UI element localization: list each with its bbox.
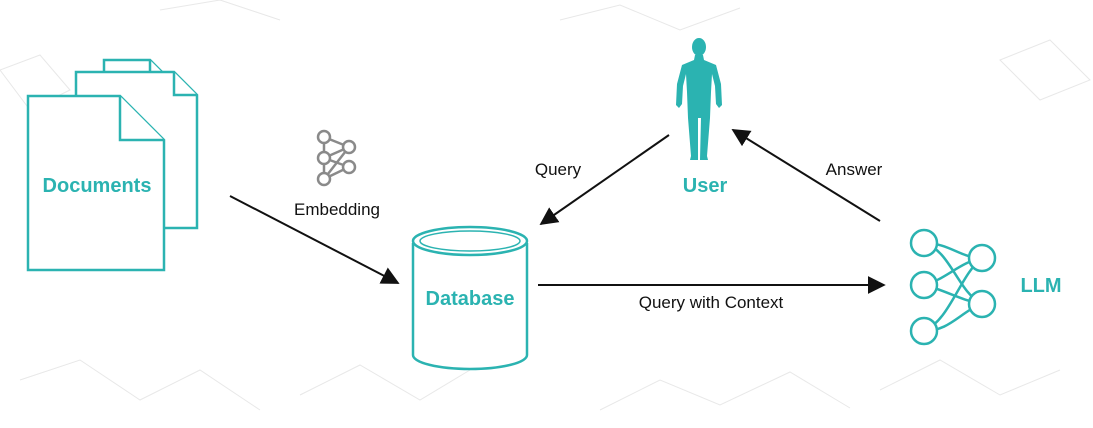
answer-label: Answer — [826, 160, 883, 179]
person-icon — [676, 38, 722, 160]
edge-documents-to-database — [229, 195, 400, 284]
user-node: User — [676, 38, 727, 197]
arrow-documents-to-database — [229, 195, 400, 284]
arrow-answer — [731, 129, 881, 222]
background-network — [0, 0, 1091, 411]
database-node: Database — [411, 225, 529, 371]
query-with-context-label: Query with Context — [639, 293, 784, 312]
user-label: User — [683, 175, 728, 197]
documents-node: Documents — [26, 58, 199, 272]
arrow-query — [539, 134, 670, 226]
edge-llm-to-user: Answer — [731, 129, 883, 222]
database-cylinder-icon — [411, 225, 529, 371]
query-label: Query — [535, 160, 582, 179]
edge-database-to-llm: Query with Context — [538, 276, 886, 312]
embedding-label: Embedding — [294, 200, 380, 219]
edge-user-to-database: Query — [535, 134, 670, 226]
llm-label: LLM — [1020, 275, 1061, 297]
documents-icon — [26, 58, 199, 272]
documents-label: Documents — [43, 175, 152, 197]
llm-node: LLM — [909, 228, 1062, 346]
embedding-node: Embedding — [294, 129, 380, 219]
neural-network-icon — [909, 228, 997, 346]
database-label: Database — [426, 288, 515, 310]
embedding-network-icon — [316, 129, 357, 187]
